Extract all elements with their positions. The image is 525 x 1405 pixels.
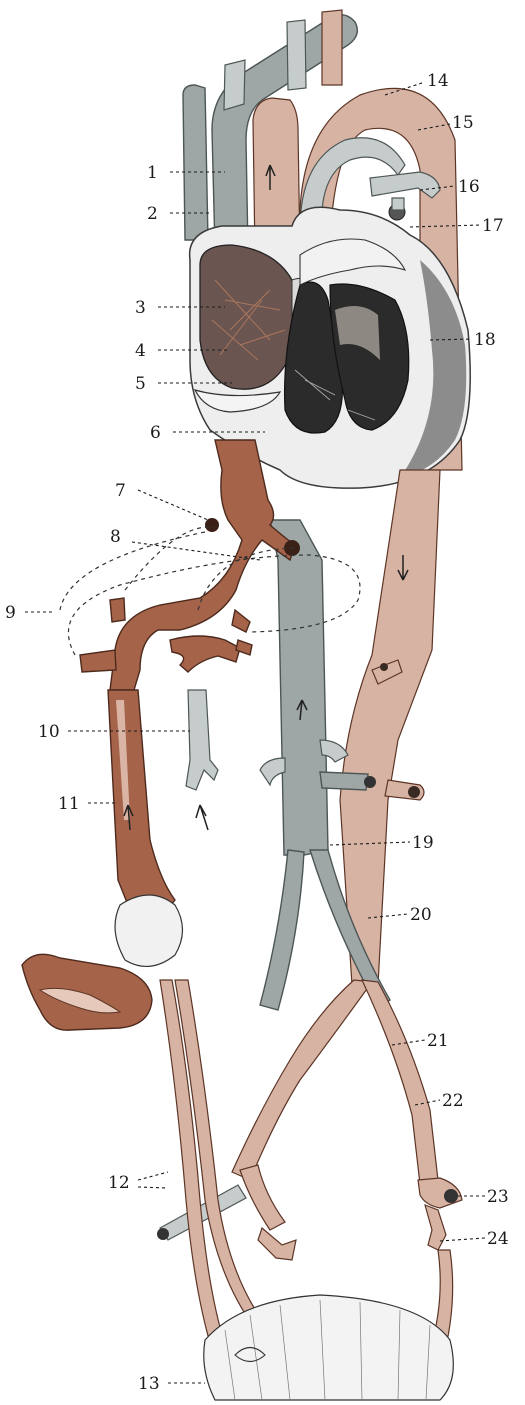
- common-iliac-artery-right: [362, 980, 438, 1184]
- umbilicus: [115, 895, 182, 966]
- jugular-stub-right: [287, 20, 306, 90]
- inferior-vena-cava: [270, 520, 328, 855]
- label-10: 10: [38, 722, 60, 742]
- portal-vein-stub: [232, 610, 250, 632]
- label-14: 14: [427, 71, 449, 91]
- label-16: 16: [458, 177, 480, 197]
- portal-branch-left: [110, 598, 125, 622]
- label-4: 4: [135, 341, 146, 361]
- renal-vein-opening: [364, 776, 376, 788]
- femoral-branch-right: [425, 1205, 446, 1250]
- femoral-vessel-left: [240, 1165, 285, 1230]
- umbilical-cord-cut: [22, 954, 152, 1030]
- label-5: 5: [135, 374, 146, 394]
- portal-vein: [186, 690, 218, 790]
- flow-dotted-left: [60, 532, 205, 610]
- flow-arrow-portal: [196, 805, 208, 830]
- pulmonary-branch-small: [392, 198, 404, 210]
- label-15: 15: [452, 113, 474, 133]
- label-17: 17: [482, 216, 504, 236]
- right-atrium: [200, 245, 296, 389]
- label-2: 2: [147, 204, 158, 224]
- flow-dotted-upper: [125, 527, 215, 590]
- label-6: 6: [150, 423, 161, 443]
- label-12: 12: [108, 1173, 130, 1193]
- aorta-branch-left-opening: [408, 786, 420, 798]
- label-9: 9: [5, 603, 16, 623]
- label-23: 23: [487, 1187, 509, 1207]
- pulmonary-branch: [370, 172, 440, 198]
- aorta-branch-opening: [380, 663, 388, 671]
- portal-sinus: [170, 636, 240, 672]
- label-1: 1: [147, 163, 158, 183]
- hypogastric-branch: [258, 1228, 296, 1260]
- carotid-stub: [322, 10, 342, 85]
- jugular-stub-left: [224, 60, 245, 110]
- label-8: 8: [110, 527, 121, 547]
- label-22: 22: [442, 1091, 464, 1111]
- label-19: 19: [412, 833, 434, 853]
- label-7: 7: [115, 481, 126, 501]
- innominate-vein: [183, 85, 208, 240]
- common-iliac-artery-left: [232, 980, 372, 1180]
- hepatic-vein-left: [260, 758, 285, 785]
- portal-branch-right: [80, 650, 116, 672]
- label-11: 11: [58, 794, 80, 814]
- renal-vein: [320, 772, 368, 790]
- label-13: 13: [138, 1374, 160, 1394]
- common-iliac-vein-left: [260, 850, 304, 1010]
- bladder: [204, 1295, 454, 1400]
- label-21: 21: [427, 1031, 449, 1051]
- label-18: 18: [474, 330, 496, 350]
- femoral-vein-opening: [157, 1228, 169, 1240]
- external-iliac-opening: [444, 1189, 458, 1203]
- label-24: 24: [487, 1229, 509, 1249]
- label-20: 20: [410, 905, 432, 925]
- ductus-venosus-opening-left: [205, 518, 219, 532]
- label-3: 3: [135, 298, 146, 318]
